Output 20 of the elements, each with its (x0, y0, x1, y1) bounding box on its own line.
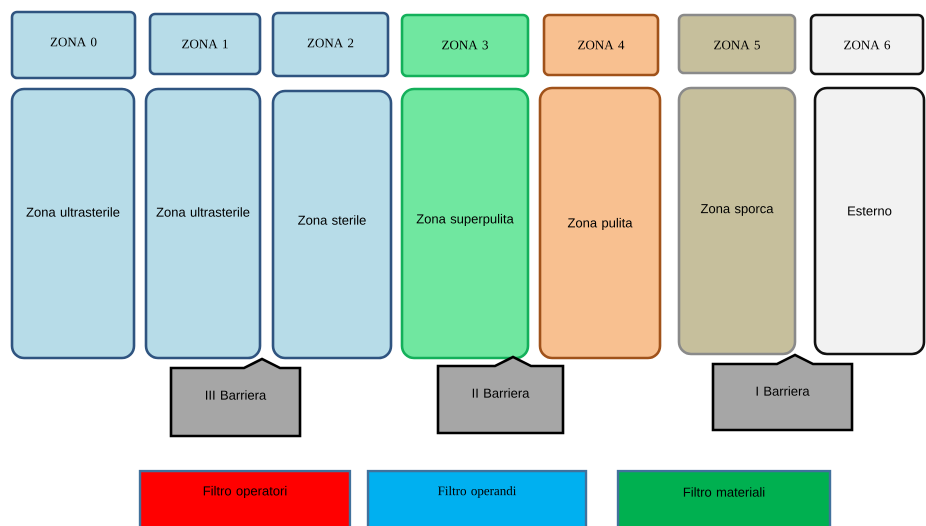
barrier-callout: II Barriera (436, 356, 564, 434)
zone-header-box: ZONA 6 (810, 14, 924, 76)
zone-box: Zona superpulita (400, 88, 530, 360)
zone-header-box: ZONA 1 (148, 12, 262, 76)
zone-header-box: ZONA 2 (272, 12, 390, 78)
filter-box: Filtro materiali (616, 470, 832, 526)
zone-header-box: ZONA 4 (542, 14, 660, 76)
zone-box: Zona sporca (678, 86, 796, 356)
zone-header-box: ZONA 3 (400, 14, 530, 78)
filter-box: Filtro operandi (366, 470, 588, 526)
zone-box: Esterno (814, 86, 926, 356)
zone-header-box: ZONA 5 (678, 14, 796, 74)
barrier-callout: III Barriera (170, 358, 302, 438)
barrier-callout: I Barriera (712, 354, 854, 432)
zone-box: Zona sterile (272, 90, 392, 360)
zone-header-box: ZONA 0 (10, 10, 136, 80)
filter-box: Filtro operatori (138, 470, 352, 526)
zone-box: Zona ultrasterile (144, 88, 262, 360)
zone-box: Zona pulita (538, 86, 662, 360)
zone-box: Zona ultrasterile (10, 88, 136, 360)
